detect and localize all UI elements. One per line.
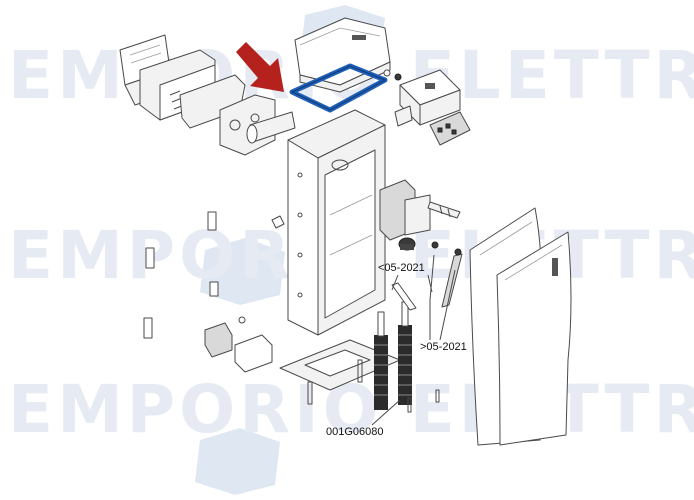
cover-logo-mark: [352, 35, 366, 40]
balancing-springs: [374, 301, 412, 410]
small-pins: [407, 389, 440, 413]
panel-logo-mark: [552, 258, 558, 276]
label-version-before: <05-2021: [378, 262, 425, 274]
top-cover-gasket: [289, 63, 388, 113]
leader-lines: [371, 269, 456, 426]
control-bracket: [394, 105, 413, 127]
release-lever: [427, 201, 461, 219]
control-box: [399, 69, 461, 126]
top-cover: [294, 17, 391, 93]
highlight-arrow: [236, 42, 284, 92]
lower-left-boxes: [204, 316, 273, 373]
gearmotor: [379, 179, 431, 251]
watermark-text-bottom: EMPORIO ELETTRICO: [8, 371, 694, 448]
mounting-bracket-assembly: [119, 34, 276, 156]
label-version-after: >05-2021: [420, 341, 467, 353]
control-board: [429, 111, 471, 146]
spring-tie-rods: [391, 241, 463, 311]
side-small-parts: [143, 211, 285, 339]
side-panels: [469, 207, 572, 446]
cover-screws: [383, 69, 402, 81]
pivot-shaft: [246, 111, 296, 144]
barrier-cabinet: [287, 109, 386, 336]
label-part-code: 001G06080: [326, 426, 384, 438]
